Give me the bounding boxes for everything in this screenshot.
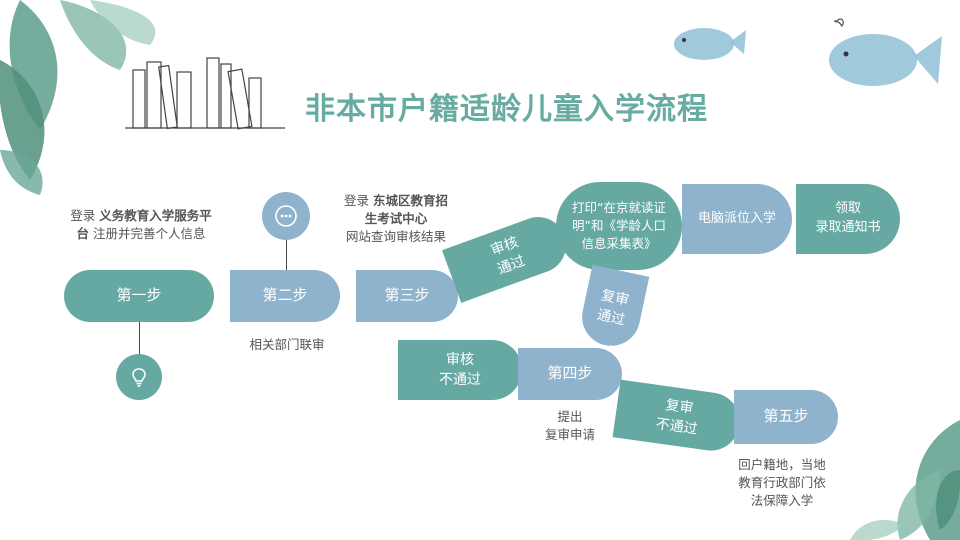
step1-note: 登录 义务教育入学服务平台 注册并完善个人信息 (70, 208, 212, 242)
step2-connector (286, 240, 287, 272)
page-title: 非本市户籍适龄儿童入学流程 (305, 92, 708, 127)
print-certificate-pill[interactable]: 打印“在京就读证明”和《学龄人口信息采集表》 (556, 182, 682, 270)
reexam-pass-pill[interactable]: 复审 通过 (576, 264, 650, 352)
step2-node (262, 192, 310, 240)
step5-note: 回户籍地，当地教育行政部门依法保障入学 (738, 457, 826, 509)
computer-assign-pill[interactable]: 电脑派位入学 (682, 184, 792, 254)
leaf-decoration-bottom-right (850, 420, 960, 540)
chat-bubble-icon (275, 205, 297, 227)
step4-note: 提出复审申请 (544, 409, 595, 443)
step3-pill[interactable]: 第三步 (356, 270, 458, 322)
step5-pill[interactable]: 第五步 (734, 390, 838, 444)
reexam-fail-pill[interactable]: 复审 不通过 (612, 379, 744, 455)
step2-pill[interactable]: 第二步 (230, 270, 340, 322)
books-illustration (125, 57, 285, 130)
step1-pill[interactable]: 第一步 (64, 270, 214, 322)
step3-note: 登录 东城区教育招生考试中心网站查询审核结果 (344, 193, 448, 245)
small-whale-illustration (674, 28, 746, 60)
receive-notice-pill[interactable]: 领取 录取通知书 (796, 184, 900, 254)
lightbulb-icon (132, 368, 146, 387)
step4-pill[interactable]: 第四步 (518, 348, 622, 400)
leaf-decoration-top-left (0, 0, 156, 195)
step2-note: 相关部门联审 (249, 337, 325, 352)
review-fail-pill[interactable]: 审核 不通过 (398, 340, 522, 400)
large-whale-illustration (829, 18, 942, 86)
review-pass-pill[interactable]: 审核 通过 (442, 209, 574, 303)
step1-connector (139, 322, 140, 354)
step1-node (116, 354, 162, 400)
